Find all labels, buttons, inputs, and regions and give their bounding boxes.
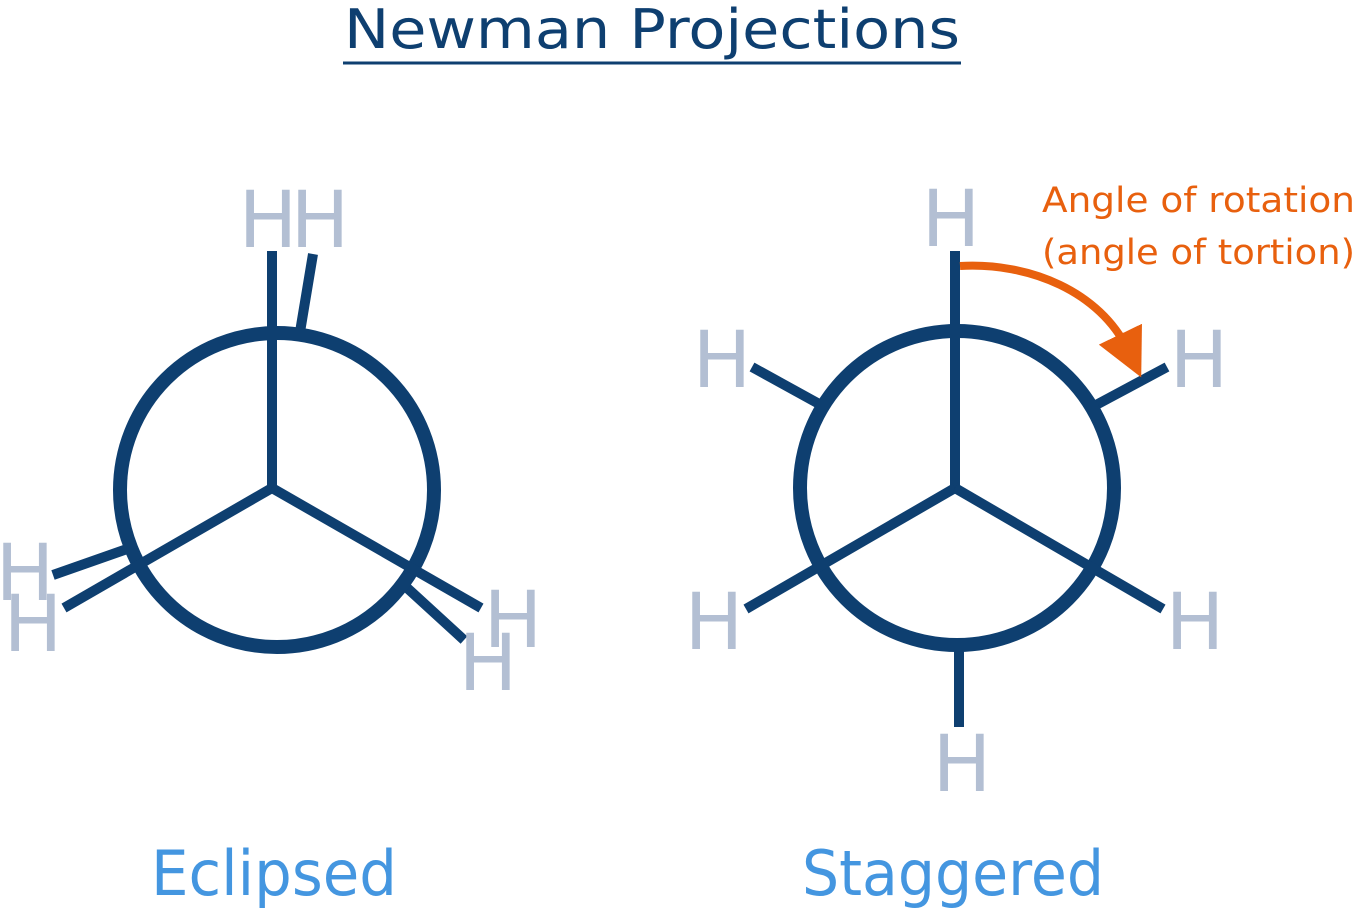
staggered-back-bond-upper-right [1093,362,1170,410]
staggered-front-bond-lower-left [743,483,958,614]
eclipsed-caption: Eclipsed [151,837,397,910]
eclipsed-h-front-right: H [484,576,543,666]
staggered-projection: H H H H H H Angle of rotation (angle of … [685,175,1355,910]
eclipsed-back-bond-left [51,544,129,580]
rotation-annotation-line1: Angle of rotation [1042,181,1355,221]
eclipsed-back-bond-right [401,582,468,644]
staggered-h-back-upper-left: H [693,316,752,406]
eclipsed-h-front-left: H [4,580,63,670]
staggered-h-front-top: H [922,175,981,265]
staggered-back-bond-upper-left [749,362,824,410]
staggered-h-front-lower-right: H [1166,578,1225,668]
staggered-h-front-lower-left: H [685,578,744,668]
eclipsed-front-bond-left [61,483,275,613]
staggered-front-bond-lower-right [952,483,1166,614]
rotation-arrow [959,261,1142,378]
eclipsed-h-back-top: H [291,176,350,266]
staggered-caption: Staggered [802,837,1104,910]
staggered-h-back-bottom: H [933,720,992,810]
rotation-annotation-line2: (angle of tortion) [1042,233,1355,273]
staggered-h-back-upper-right: H [1170,316,1229,406]
eclipsed-back-bond-top [295,253,318,333]
eclipsed-h-front-top: H [239,176,298,266]
page-title: Newman Projections [344,0,960,61]
eclipsed-front-bond-right [269,483,484,613]
eclipsed-h-back-left: H [0,529,54,619]
eclipsed-h-back-right: H [459,619,518,709]
eclipsed-projection: H H H H H H Eclipsed [0,176,542,910]
